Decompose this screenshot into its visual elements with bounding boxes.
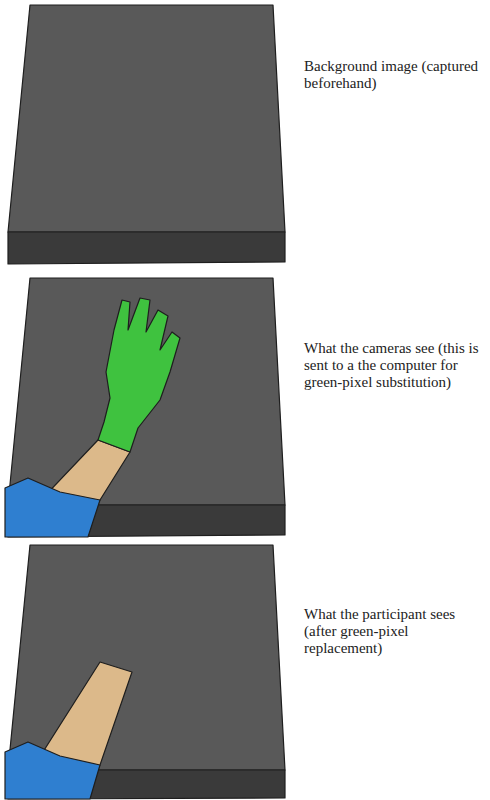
arm-without-hand	[5, 662, 132, 799]
caption-text: What the participant sees (after green-p…	[304, 606, 482, 657]
table-box	[8, 5, 285, 264]
caption-text: Background image (captured beforehand)	[304, 58, 482, 92]
hand-with-glove	[5, 298, 180, 537]
caption-text: What the cameras see (this is sent to a …	[304, 340, 482, 391]
